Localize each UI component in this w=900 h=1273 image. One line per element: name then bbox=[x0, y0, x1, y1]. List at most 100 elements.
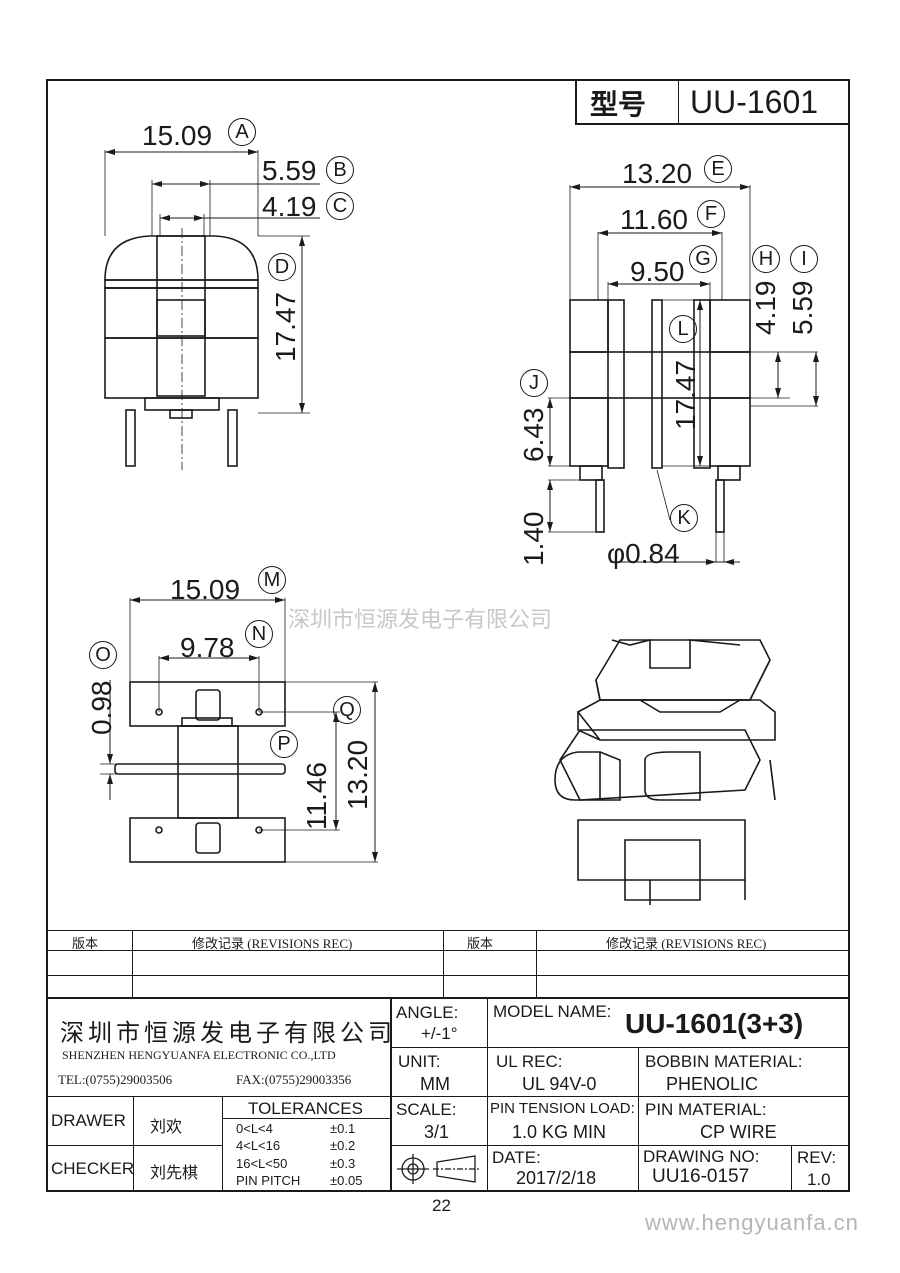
rev-divider-3 bbox=[536, 930, 537, 997]
tb-v-222 bbox=[222, 1096, 223, 1192]
model-name-value: UU-1601(3+3) bbox=[625, 1008, 804, 1039]
dim-a-value: 15.09 bbox=[142, 120, 213, 151]
tol-range-4: PIN PITCH bbox=[236, 1173, 301, 1188]
dim-q-value: 13.20 bbox=[342, 739, 373, 810]
isometric-view bbox=[554, 638, 776, 905]
tol-range-1: 0<L<4 bbox=[236, 1121, 273, 1136]
pin-material-label: PIN MATERIAL: bbox=[645, 1100, 767, 1119]
dim-k-value: φ0.84 bbox=[607, 538, 680, 569]
tb-v-133 bbox=[133, 1096, 134, 1192]
dim-m-value: 15.09 bbox=[170, 574, 241, 605]
tolerances-title: TOLERANCES bbox=[248, 1099, 363, 1118]
label-o: O bbox=[89, 641, 117, 669]
tol-value-3: ±0.3 bbox=[330, 1156, 356, 1171]
label-q: Q bbox=[333, 696, 361, 724]
label-h: H bbox=[752, 245, 780, 273]
header-divider bbox=[678, 79, 679, 125]
label-i: I bbox=[790, 245, 818, 273]
pin-tension-value: 1.0 KG MIN bbox=[512, 1122, 607, 1142]
front-view bbox=[104, 150, 320, 470]
tb-v-390 bbox=[390, 997, 392, 1192]
model-header-box bbox=[575, 79, 850, 125]
rev-divider-2 bbox=[443, 930, 444, 997]
drawer-label: DRAWER bbox=[51, 1111, 126, 1130]
scale-value: 3/1 bbox=[424, 1122, 450, 1142]
ul-value: UL 94V-0 bbox=[522, 1074, 597, 1094]
tol-value-1: ±0.1 bbox=[330, 1121, 356, 1136]
dim-h-value: 4.19 bbox=[750, 280, 781, 336]
label-g: G bbox=[689, 245, 717, 273]
unit-label: UNIT: bbox=[398, 1052, 441, 1071]
label-f: F bbox=[697, 200, 725, 228]
rev-col-record-1: 修改记录 (REVISIONS REC) bbox=[192, 936, 353, 951]
title-block-top bbox=[46, 997, 850, 999]
tb-v-638 bbox=[638, 1047, 639, 1192]
rev-row-line bbox=[46, 975, 850, 976]
label-c: C bbox=[326, 192, 354, 220]
tb-h-1096 bbox=[390, 1096, 850, 1097]
label-m: M bbox=[258, 566, 286, 594]
dim-e-value: 13.20 bbox=[622, 158, 693, 189]
label-k: K bbox=[670, 504, 698, 532]
angle-value: +/-1° bbox=[421, 1024, 458, 1043]
tol-range-3: 16<L<50 bbox=[236, 1156, 288, 1171]
label-p: P bbox=[270, 730, 298, 758]
label-e: E bbox=[704, 155, 732, 183]
tb-v-487 bbox=[487, 997, 488, 1192]
unit-value: MM bbox=[420, 1074, 450, 1094]
tol-value-2: ±0.2 bbox=[330, 1138, 356, 1153]
date-label: DATE: bbox=[492, 1148, 541, 1167]
dim-j2-value: 1.40 bbox=[518, 511, 549, 567]
dim-p-value: 11.46 bbox=[301, 762, 332, 830]
tb-h-1047 bbox=[390, 1047, 850, 1048]
label-j: J bbox=[520, 369, 548, 397]
website-watermark: www.hengyuanfa.cn bbox=[645, 1210, 859, 1235]
tol-range-2: 4<L<16 bbox=[236, 1138, 281, 1153]
tb-h-drawer bbox=[46, 1145, 222, 1146]
pin-material-value: CP WIRE bbox=[700, 1122, 777, 1142]
model-name-label: MODEL NAME: bbox=[493, 1002, 612, 1021]
date-value: 2017/2/18 bbox=[516, 1168, 597, 1188]
label-n: N bbox=[245, 620, 273, 648]
dim-o-value: 0.98 bbox=[86, 680, 117, 736]
projection-symbol-icon bbox=[397, 1154, 481, 1184]
label-b: B bbox=[326, 156, 354, 184]
dim-n-value: 9.78 bbox=[180, 632, 235, 663]
bobbin-label: BOBBIN MATERIAL: bbox=[645, 1052, 803, 1071]
rev-top-line bbox=[46, 930, 850, 931]
tb-h-left bbox=[46, 1096, 390, 1097]
dim-g-value: 9.50 bbox=[630, 256, 685, 287]
dim-c-value: 4.19 bbox=[262, 191, 317, 222]
drawing-no-label: DRAWING NO: bbox=[643, 1147, 760, 1166]
drawer-value: 刘欢 bbox=[150, 1119, 183, 1136]
bottom-view bbox=[100, 598, 378, 863]
scale-label: SCALE: bbox=[396, 1100, 457, 1119]
dim-l-value: 17.47 bbox=[670, 359, 701, 430]
pin-tension-label: PIN TENSION LOAD: bbox=[490, 1100, 635, 1117]
dim-d-value: 17.47 bbox=[270, 291, 301, 362]
rev-header-line bbox=[46, 950, 850, 951]
type-label: 型号 bbox=[590, 89, 647, 120]
tb-v-791 bbox=[791, 1145, 792, 1192]
checker-value: 刘先棋 bbox=[150, 1165, 199, 1182]
rev-col-record-2: 修改记录 (REVISIONS REC) bbox=[606, 936, 767, 951]
rev-divider-1 bbox=[132, 930, 133, 997]
dim-i-value: 5.59 bbox=[787, 280, 818, 336]
tb-h-tol bbox=[222, 1118, 390, 1119]
drawing-frame bbox=[46, 79, 850, 1192]
rev-col-version-2: 版本 bbox=[467, 936, 494, 951]
dim-j-value: 6.43 bbox=[518, 407, 549, 463]
header-model: UU-1601 bbox=[690, 84, 819, 120]
company-fax: FAX:(0755)29003356 bbox=[236, 1072, 352, 1087]
dim-f-value: 11.60 bbox=[620, 204, 688, 235]
watermark-company: 深圳市恒源发电子有限公司 bbox=[288, 607, 553, 632]
checker-label: CHECKER bbox=[51, 1159, 135, 1178]
rev-label: REV: bbox=[797, 1148, 837, 1167]
ul-label: UL REC: bbox=[496, 1052, 563, 1071]
tol-value-4: ±0.05 bbox=[330, 1173, 363, 1188]
rev-col-version-1: 版本 bbox=[72, 936, 99, 951]
drawing-no-value: UU16-0157 bbox=[652, 1166, 750, 1187]
rev-value: 1.0 bbox=[807, 1170, 831, 1189]
page-number: 22 bbox=[432, 1196, 451, 1215]
company-tel: TEL:(0755)29003506 bbox=[58, 1072, 173, 1087]
